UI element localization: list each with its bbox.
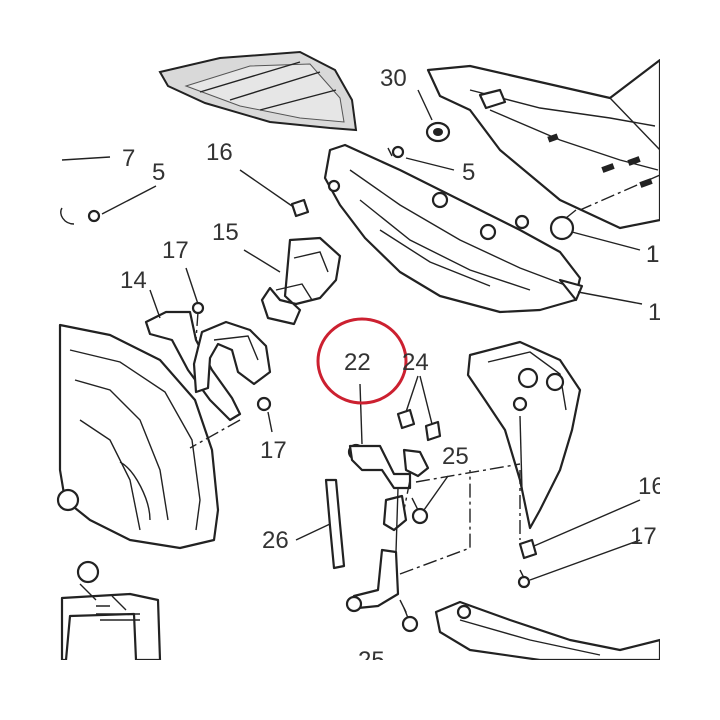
callout-14: 14 <box>120 267 147 294</box>
part-top-right-panel <box>426 58 662 230</box>
part-screw-5-right <box>387 145 405 159</box>
part-right-tail-light <box>466 340 582 530</box>
callout-17-mid: 17 <box>260 437 287 464</box>
part-16-nut-right <box>518 538 538 560</box>
callout-7: 7 <box>122 145 135 172</box>
part-top-left-cowl <box>158 50 358 132</box>
part-push-rivet-right <box>549 209 577 241</box>
part-nut-16-top <box>290 198 310 218</box>
part-15-bracket <box>260 236 342 326</box>
callout-5-right: 5 <box>462 159 475 186</box>
part-17-screw-right <box>517 569 531 589</box>
part-14-bracket <box>144 310 272 422</box>
part-24-bushing-a <box>396 408 416 430</box>
part-26-hose <box>324 478 346 570</box>
part-bottom-right-panel <box>434 600 662 662</box>
part-grommet-30 <box>425 121 451 143</box>
leader-lines <box>61 89 643 581</box>
part-24-bushing-b <box>424 420 442 442</box>
callout-5-left: 5 <box>152 159 165 186</box>
part-17-screw-left-top <box>191 301 205 315</box>
part-center-duct <box>323 143 584 314</box>
callout-30: 30 <box>380 65 407 92</box>
part-22-bracket <box>345 443 430 613</box>
highlight-circle <box>316 317 408 405</box>
callout-22: 22 <box>344 349 371 376</box>
callout-16-top: 16 <box>206 139 233 166</box>
part-25-clip-top <box>411 497 429 525</box>
part-bottom-left-assembly <box>60 560 162 662</box>
part-clip-5-left <box>60 207 101 225</box>
callout-17-top: 17 <box>162 237 189 264</box>
callout-24: 24 <box>402 349 429 376</box>
callout-15: 15 <box>212 219 239 246</box>
callout-1-mid: 1 <box>648 299 661 326</box>
callout-17-right: 17 <box>630 523 657 550</box>
callout-25-top: 25 <box>442 443 469 470</box>
callout-1-top: 1 <box>646 241 659 268</box>
callout-1-top-edge: 1 <box>646 241 659 268</box>
assembly-centerlines <box>189 311 521 617</box>
part-large-left-fender <box>56 323 220 550</box>
part-25-clip-bottom <box>401 607 419 633</box>
callout-26: 26 <box>262 527 289 554</box>
part-17-screw-left-bottom <box>256 396 272 412</box>
